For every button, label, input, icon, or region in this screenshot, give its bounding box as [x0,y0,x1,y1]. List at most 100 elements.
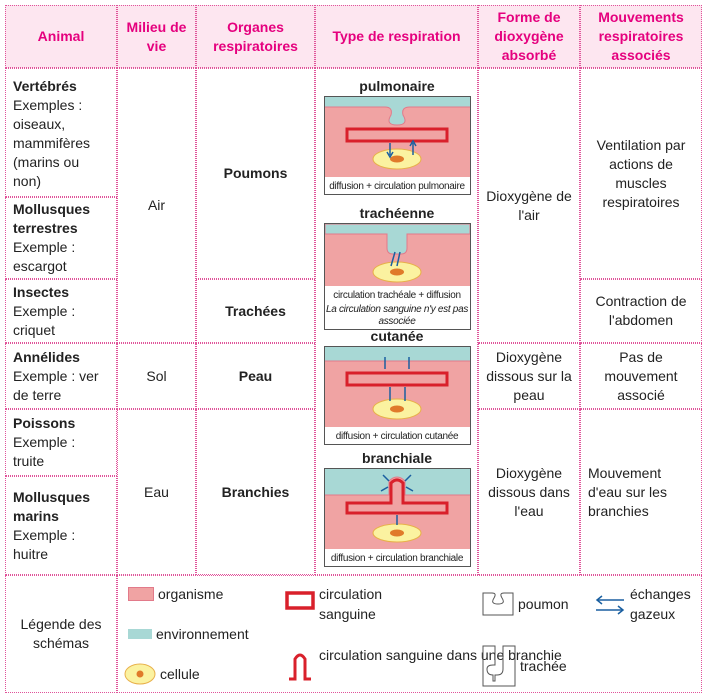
animal-example: Exemple : escargot [13,239,76,274]
header-mouvements: Mouvements respiratoires associés [580,5,702,68]
legend-cellule: cellule [124,663,200,685]
organe-cell: Branchies [196,409,315,575]
legend-label: organisme [158,586,224,602]
milieu-cell: Eau [117,409,196,575]
diagram-title: trachéenne [359,205,435,221]
header-milieu: Milieu de vie [117,5,196,68]
diagram-pulmonaire: pulmonaire diffusion + circulation pulmo… [317,78,477,195]
mouvement-cell: Ventilation par actions de muscles respi… [580,68,702,279]
legend-trachee: trachée [482,645,567,687]
mouvement-text: Ventilation par actions de muscles respi… [596,136,686,210]
diagram-branchiale: branchiale diffusion + circulation branc… [317,450,477,567]
legend-label: cellule [160,666,200,682]
legend-label: circulation sanguine dans une branchie [319,647,562,663]
header-label: Organes respiratoires [213,18,298,54]
legend-label: trachée [520,658,567,674]
header-label: Type de respiration [332,28,461,44]
gas-exchange-arrows-icon [595,595,625,615]
forme-text: Dioxygène dissous dans l'eau [488,464,570,519]
milieu-text: Eau [144,483,169,500]
blood-circulation-icon [285,591,315,610]
animal-name: Vertébrés [13,78,77,94]
milieu-text: Air [147,197,166,213]
header-forme: Forme de dioxygène absorbé [478,5,580,68]
legend-cell [117,575,702,693]
lung-diagram [324,97,470,177]
animal-example: Exemples : oiseaux, mammifères (marins o… [13,97,91,189]
diagram-tracheenne: trachéenne circulation trachéale + diffu… [317,205,477,330]
legend-echanges: échanges gazeux [594,584,700,624]
forme-text: Dioxygène de l'air [486,187,572,223]
forme-cell: Dioxygène dissous sur la peau [478,343,580,409]
mouvement-text: Pas de mouvement associé [604,348,678,403]
header-label: Mouvements respiratoires associés [598,9,684,63]
legend-label: circulation sanguine [319,586,383,622]
legend-environnement: environnement [128,624,249,644]
milieu-text: Sol [146,367,167,384]
legend-organisme: organisme [128,584,223,604]
organism-swatch-icon [128,587,154,601]
legend-label: environnement [156,626,249,642]
animal-name: Annélides [13,348,80,365]
environment-swatch-icon [128,629,152,639]
animal-name: Poissons [13,415,76,431]
gill-circulation-icon [289,653,311,681]
header-label: Forme de dioxygène absorbé [494,9,564,63]
legend-poumon: poumon [482,592,569,616]
milieu-cell: Air [117,68,196,343]
animal-example: Exemple : ver de terre [13,367,99,403]
trachea-icon [482,645,516,687]
animal-name: Insectes [13,283,70,300]
cell-icon [124,663,156,685]
mouvement-cell: Contraction de l'abdomen [580,279,702,343]
diagram-caption: diffusion + circulation pulmonaire [329,181,465,192]
header-organes: Organes respiratoires [196,5,315,68]
diagram-caption: diffusion + circulation branchiale [330,553,464,564]
animal-name: Mollusques marins [13,488,91,524]
mouvement-cell: Pas de mouvement associé [580,343,702,409]
organe-text: Poumons [223,165,288,181]
milieu-cell: Sol [117,343,196,409]
diagram-cutanee: cutanée diffusion + circulation cutanée [317,328,477,445]
organe-text: Branchies [221,483,290,500]
legend-branchie: circulation sanguine dans une branchie [285,645,562,681]
organe-text: Peau [238,367,273,384]
mouvement-text: Mouvement d'eau sur les branchies [588,464,667,519]
organe-cell: Trachées [196,279,315,343]
organe-cell: Poumons [196,68,315,279]
diagram-caption: diffusion + circulation cutanée [335,431,459,442]
trachea-diagram [324,223,470,286]
forme-text: Dioxygène dissous sur la peau [486,348,572,403]
organe-text: Trachées [225,302,286,319]
header-animal: Animal [5,5,117,68]
header-type: Type de respiration [315,5,478,68]
legend-title-cell: Légende des schémas [5,575,117,693]
lung-icon [482,592,514,616]
animal-name: Mollusques terrestres [13,201,91,236]
mouvement-cell: Mouvement d'eau sur les branchies [580,409,702,575]
diagram-title: pulmonaire [359,78,435,94]
legend-circulation: circulation sanguine [285,584,409,624]
gill-diagram [324,469,470,549]
animal-example: Exemple : criquet [13,302,76,338]
diagram-caption: circulation trachéale + diffusion [333,290,461,301]
forme-cell: Dioxygène dissous dans l'eau [478,409,580,575]
legend-title: Légende des schémas [20,616,102,651]
organe-cell: Peau [196,343,315,409]
diagram-title: branchiale [361,450,433,466]
mouvement-text: Contraction de l'abdomen [595,293,687,328]
diagram-title: cutanée [370,328,424,344]
header-label: Animal [37,28,85,44]
type-cell [315,68,478,575]
animal-example: Exemple : huitre [13,526,76,562]
header-label: Milieu de vie [126,18,187,54]
animal-example: Exemple : truite [13,434,76,469]
legend-label: poumon [518,596,569,612]
diagram-note: La circulation sanguine n'y est pas asso… [325,304,469,327]
